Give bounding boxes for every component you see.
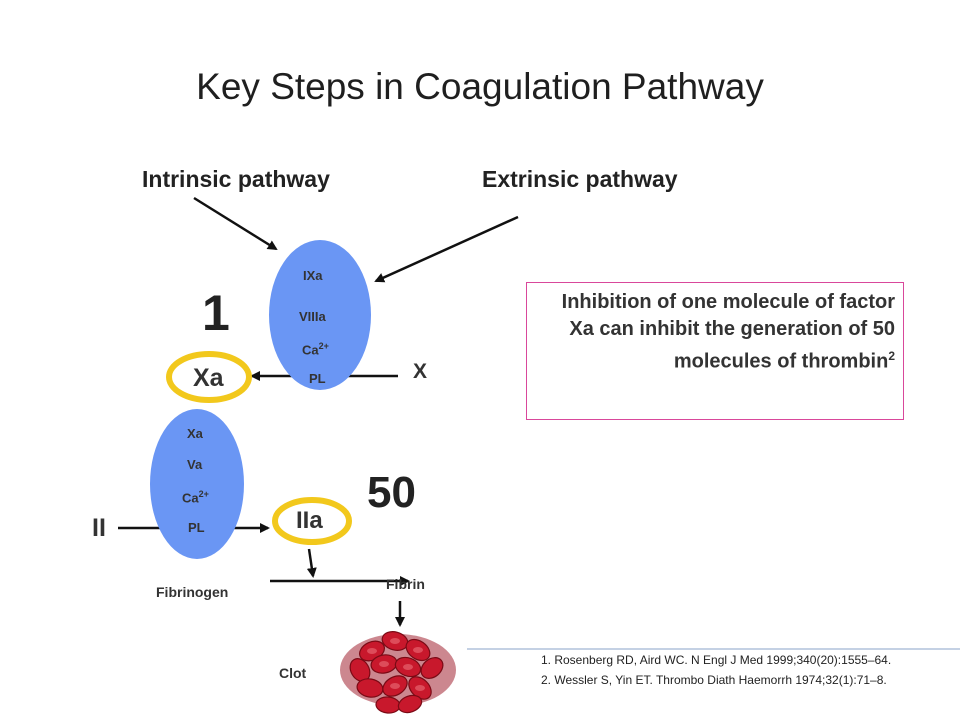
prothrombinase-complex — [150, 409, 244, 559]
tenase-calcium: Ca2+ — [302, 341, 329, 357]
prothrombinase-factor-va: Va — [187, 457, 203, 472]
extrinsic-arrow — [374, 215, 519, 283]
tenase-complex — [269, 240, 371, 390]
tenase-calcium-charge: 2+ — [318, 341, 329, 351]
amplification-fifty: 50 — [367, 468, 416, 517]
xa-highlight-ring — [166, 351, 252, 403]
tenase-calcium-label: Ca — [302, 342, 319, 358]
iia-highlight-ring — [272, 497, 352, 545]
prothrombinase-factor-xa: Xa — [187, 426, 203, 441]
intrinsic-pathway-label: Intrinsic pathway — [142, 166, 330, 192]
inhibition-note-box: Inhibition of one molecule of factor Xa … — [526, 282, 904, 420]
factor-iia-label: IIa — [296, 507, 323, 534]
extrinsic-pathway-label: Extrinsic pathway — [482, 166, 678, 192]
prothrombinase-calcium-label: Ca — [182, 490, 199, 506]
factor-xa-label: Xa — [193, 364, 224, 392]
factor-x-label: X — [413, 360, 428, 383]
prothrombinase-phospholipid: PL — [188, 520, 205, 535]
page-title: Key Steps in Coagulation Pathway — [196, 66, 764, 107]
inhibition-note-text: Inhibition of one molecule of factor Xa … — [561, 291, 895, 373]
factor-ii-label: II — [92, 514, 106, 542]
prothrombinase-calcium: Ca2+ — [182, 489, 209, 505]
tenase-factor-viiia: VIIIa — [299, 309, 326, 324]
fibrin-label: Fibrin — [386, 576, 425, 592]
fibrinogen-label: Fibrinogen — [156, 584, 229, 600]
clot-image — [340, 631, 456, 714]
reference-1: 1. Rosenberg RD, Aird WC. N Engl J Med 1… — [541, 653, 892, 667]
amplification-one: 1 — [202, 285, 230, 341]
iia-down-arrow — [306, 548, 317, 578]
references: 1. Rosenberg RD, Aird WC. N Engl J Med 1… — [541, 650, 891, 690]
intrinsic-arrow — [193, 196, 278, 251]
tenase-phospholipid: PL — [309, 371, 326, 386]
prothrombinase-calcium-charge: 2+ — [198, 489, 209, 499]
clot-label: Clot — [279, 665, 307, 681]
reference-2: 2. Wessler S, Yin ET. Thrombo Diath Haem… — [541, 673, 887, 687]
inhibition-note-reference: 2 — [888, 349, 895, 363]
tenase-factor-ixa: IXa — [303, 268, 323, 283]
